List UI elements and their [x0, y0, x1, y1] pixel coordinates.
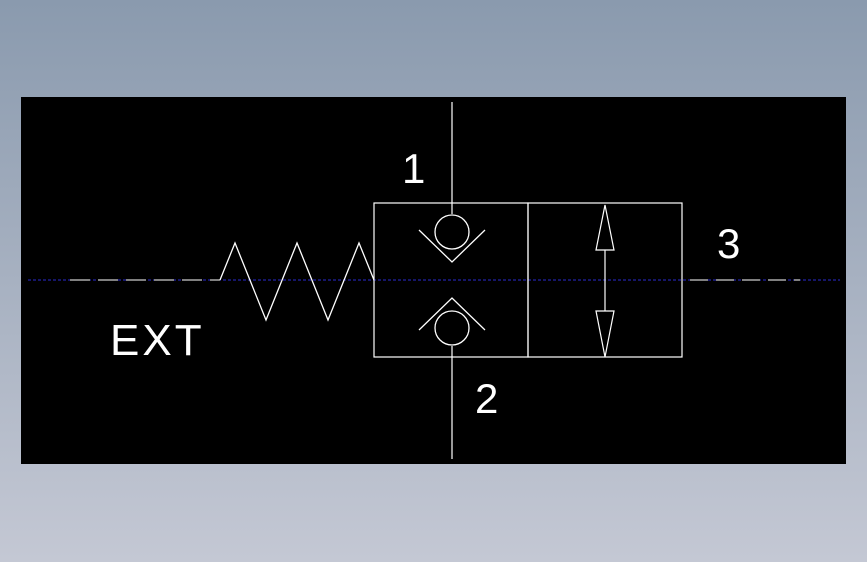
port-3-label: 3 — [717, 220, 740, 267]
valve-schematic: 1 2 3 EXT — [28, 102, 840, 459]
check-valve-upper — [418, 214, 486, 263]
check-valve-lower — [418, 297, 486, 346]
spring-symbol — [219, 241, 375, 322]
double-arrow-icon — [595, 204, 615, 358]
port-2-label: 2 — [475, 375, 498, 422]
external-pilot-label: EXT — [110, 316, 205, 365]
port-1-label: 1 — [402, 145, 425, 192]
